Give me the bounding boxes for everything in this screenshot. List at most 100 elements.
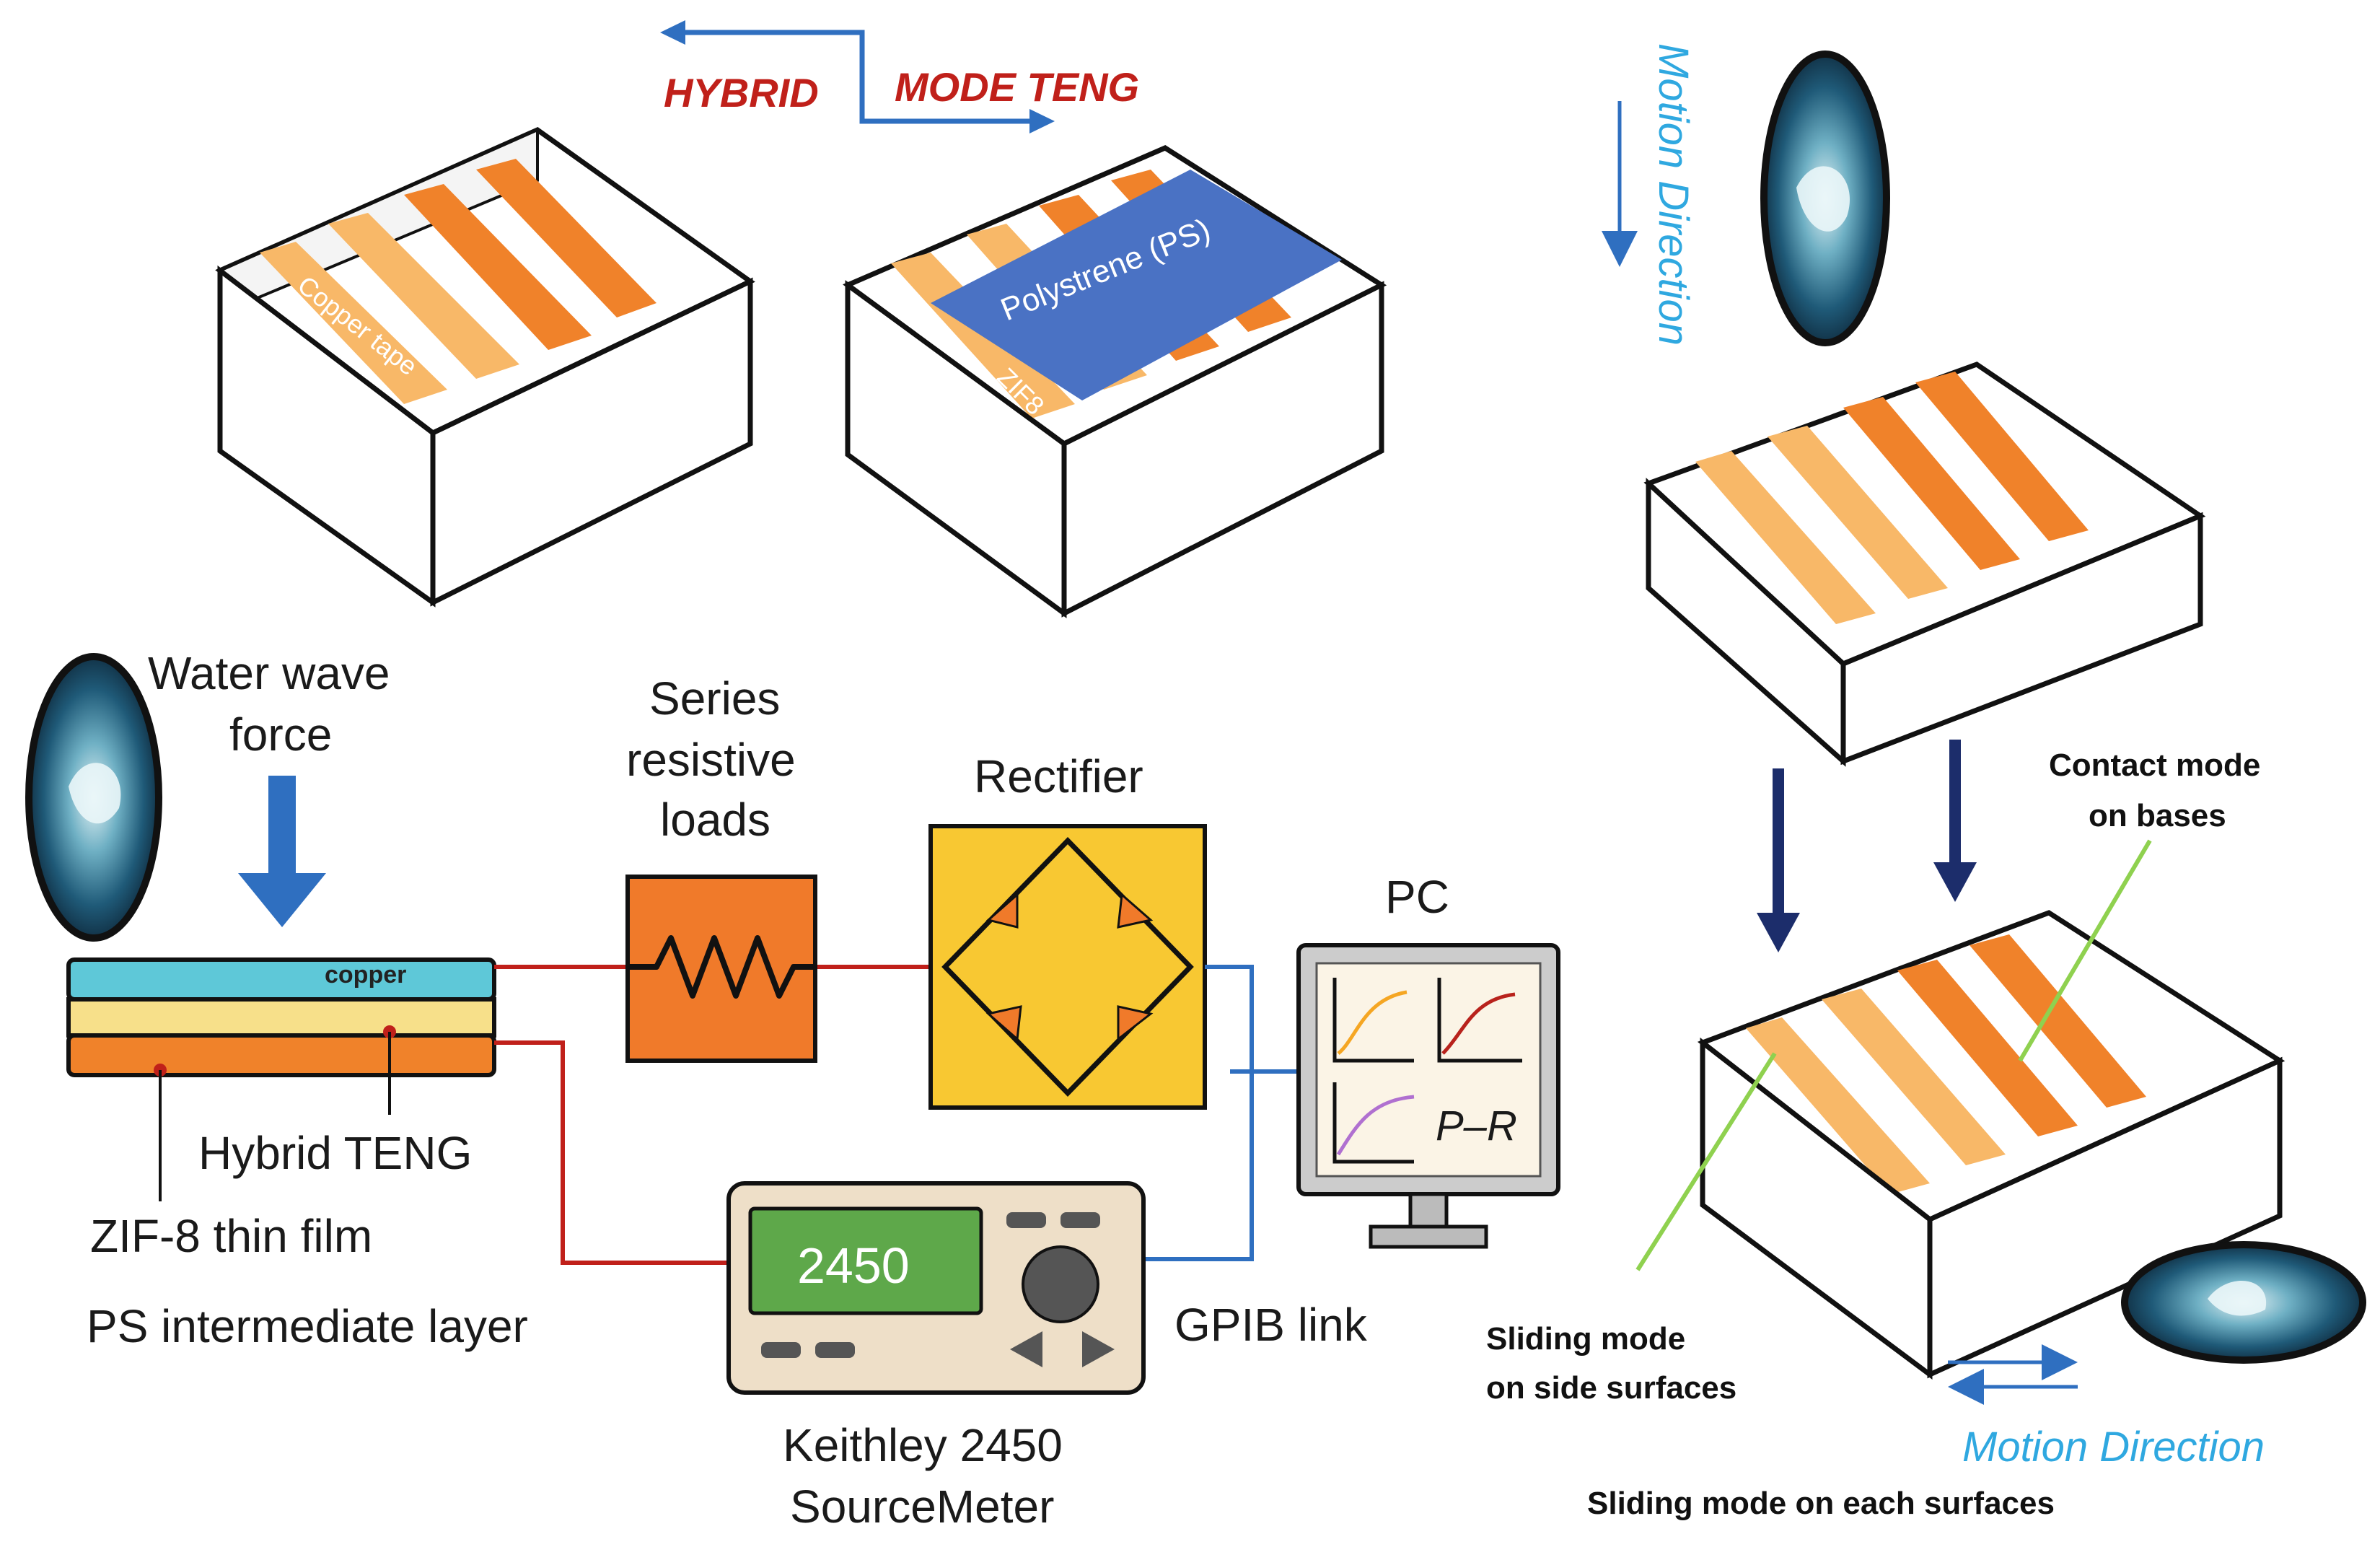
sliding-side-line2: on side surfaces	[1486, 1370, 1736, 1406]
box-right-bottom	[1697, 910, 2285, 1380]
box3-strip-2	[1768, 426, 1948, 599]
circuit: Water wave force copper Hybrid TENG ZIF-…	[25, 647, 1560, 1533]
box1-strip-3	[404, 184, 592, 350]
ps-layer-label: PS intermediate layer	[87, 1300, 528, 1352]
box3-front-right	[1840, 512, 2203, 766]
navy-down-arrows	[1757, 740, 1977, 952]
pc-plot-label: P–R	[1436, 1103, 1517, 1149]
box3-strip-1	[1695, 451, 1876, 624]
gpib-label: GPIB link	[1174, 1299, 1368, 1351]
wire-bottom-red	[494, 1040, 729, 1265]
contact-mode-line1: Contact mode	[2049, 748, 2260, 783]
keithley-line1: Keithley 2450	[783, 1419, 1063, 1471]
box-copper-tape: Copper tape	[215, 126, 755, 608]
rectifier-label: Rectifier	[974, 750, 1143, 802]
bottom-layer	[66, 1033, 496, 1077]
diode-3-icon	[985, 1005, 1022, 1042]
meter-button-2	[1061, 1212, 1100, 1228]
meter-screen	[748, 1206, 983, 1315]
diode-2-icon	[1117, 892, 1154, 929]
series-line2: resistive	[626, 734, 796, 786]
diode-1-icon	[985, 892, 1019, 929]
series-line1: Series	[649, 672, 780, 724]
series-line3: loads	[660, 794, 770, 846]
meter-left-arrow-icon	[1010, 1331, 1042, 1367]
hybrid-teng-label: Hybrid TENG	[198, 1127, 472, 1179]
middle-layer	[66, 997, 496, 1038]
copper-layer	[66, 957, 496, 1002]
sliding-each-surfaces: Sliding mode on each surfaces	[1587, 1486, 2055, 1521]
water-wave-line2: force	[229, 709, 332, 761]
water-wave-line1: Water wave	[148, 647, 390, 699]
resistor-box	[625, 875, 817, 1063]
meter-button-1	[1006, 1212, 1046, 1228]
box-right-top	[1643, 361, 2206, 767]
navy-arrow-1-icon	[1757, 913, 1800, 952]
force-arrow-icon	[238, 873, 326, 927]
zif8-label: ZIF-8 thin film	[90, 1210, 372, 1262]
title-mode-teng: MODE TENG	[895, 64, 1139, 110]
sliding-side-line1: Sliding mode	[1486, 1321, 1685, 1357]
force-arrow-shaft	[268, 776, 296, 873]
box4-strip-3	[1897, 960, 2078, 1136]
copper-layer-label: copper	[325, 961, 406, 989]
box2-ps-sheet	[931, 170, 1342, 400]
wave-image-bottom-right	[2121, 1241, 2366, 1364]
title-arrow-right-icon	[1029, 109, 1055, 133]
title-group: HYBRID MODE TENG	[660, 20, 1139, 133]
contact-mode-line2: on bases	[2089, 798, 2226, 833]
contact-pointer-line	[2018, 839, 2152, 1062]
wire-rectifier-pc	[1140, 965, 1254, 1261]
rectifier-box	[928, 824, 1207, 1110]
box3-strip-4	[1915, 372, 2089, 541]
wave-image-top-right	[1760, 51, 1890, 346]
monitor-base	[1369, 1224, 1488, 1249]
keithley-line2: SourceMeter	[790, 1481, 1054, 1533]
meter-right-arrow-icon	[1082, 1331, 1115, 1367]
box1-strip-4	[476, 159, 657, 317]
diode-4-icon	[1117, 1005, 1154, 1042]
wave-image-left	[25, 653, 162, 942]
pc-label: PC	[1385, 871, 1449, 923]
box1-front-right	[430, 277, 753, 607]
keithley-meter: 2450	[726, 1181, 1146, 1395]
motion-direction-horizontal: Motion Direction	[1962, 1424, 2265, 1471]
resistor-zigzag-icon	[628, 935, 815, 999]
box2-front-right	[1061, 281, 1384, 618]
box3-strip-3	[1843, 397, 2020, 570]
plot2-axes-icon	[1437, 978, 1522, 1063]
plot3-axes-icon	[1332, 1082, 1414, 1164]
box4-strip-4	[1970, 934, 2146, 1108]
box1-strips	[260, 159, 657, 404]
box1-strip-1	[260, 242, 447, 404]
plot1-axes-icon	[1332, 978, 1414, 1063]
right-panel: Motion Direction Contact mode on bases	[1486, 43, 2366, 1521]
rectifier-bridge	[941, 836, 1194, 1097]
title-hybrid: HYBRID	[664, 70, 819, 115]
box1-strip-2	[328, 213, 519, 379]
box4-strip-2	[1822, 989, 2006, 1165]
meter-display: 2450	[797, 1237, 910, 1294]
meter-button-3	[761, 1342, 801, 1358]
monitor-screen	[1315, 962, 1542, 1178]
box-zif8-ps: Polystrene (PS) ZIF8	[843, 145, 1387, 618]
navy-arrow-2-icon	[1933, 862, 1977, 902]
monitor-neck	[1408, 1192, 1449, 1229]
sliding-pointer-line	[1635, 1052, 1777, 1271]
box4-front-right	[1927, 1056, 2283, 1379]
pc-monitor: P–R	[1296, 943, 1560, 1249]
plot1-curve-icon	[1337, 990, 1408, 1055]
teng-layer-stack: copper	[66, 957, 496, 1077]
meter-button-4	[815, 1342, 855, 1358]
title-bracket-line-2	[859, 87, 1039, 124]
box4-strip-1	[1746, 1017, 1930, 1194]
diode-icons	[985, 892, 1154, 1042]
plot2-curve-icon	[1441, 992, 1516, 1055]
title-arrow-left-icon	[660, 20, 685, 45]
meter-knob-icon	[1022, 1245, 1099, 1323]
motion-direction-vertical: Motion Direction	[1650, 43, 1697, 346]
plot3-curve-icon	[1336, 1095, 1415, 1156]
title-bracket-line	[675, 30, 865, 87]
